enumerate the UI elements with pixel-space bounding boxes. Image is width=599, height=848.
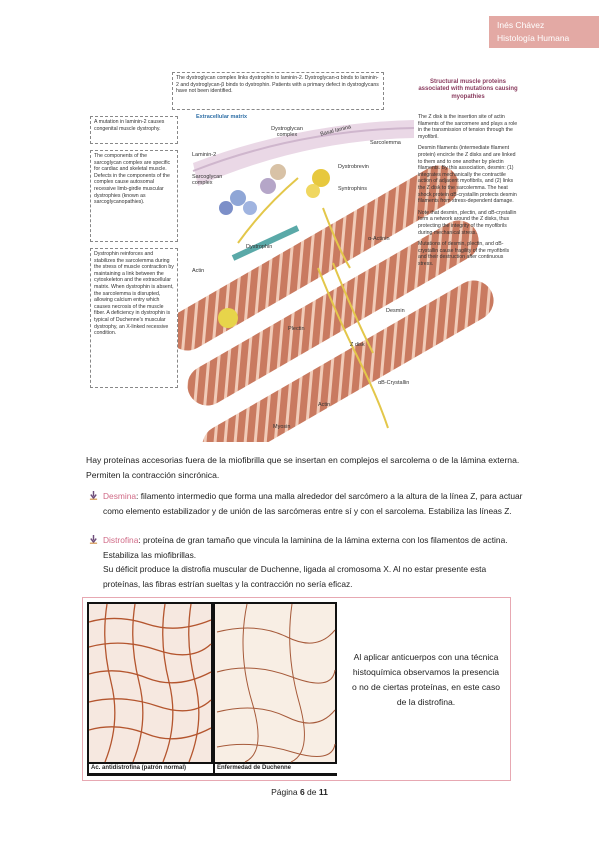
label-dystroglycan: Dystroglycan complex: [271, 126, 303, 138]
micrograph-frame: Ac. antidistrofina (patrón normal) Enfer…: [87, 602, 337, 776]
micrograph-explanation: Al aplicar anticuerpos con una técnica h…: [351, 652, 501, 707]
label-sarcoglycan: Sarcoglycan complex: [192, 174, 223, 186]
sarcoglycan-note: The components of the sarcoglycan comple…: [90, 150, 178, 242]
page-number: 6: [299, 787, 305, 797]
label-zdisk: Z disk: [350, 342, 365, 348]
label-sarcolemma: Sarcolemma: [370, 140, 401, 146]
muscle-illustration: [167, 120, 494, 442]
micrograph-images: [88, 603, 336, 763]
side-text-mutations: Mutations of desmin, plectin, and αB-cry…: [418, 241, 510, 267]
term-distrofina: Distrofina: [103, 535, 139, 545]
bullet-arrow-icon: [89, 491, 98, 500]
laminin-note: A mutation in laminin-2 causes congenita…: [90, 116, 178, 144]
label-myosin: Myosin: [273, 424, 291, 430]
micrograph-panel: Ac. antidistrofina (patrón normal) Enfer…: [82, 597, 511, 781]
side-text-network: Note that desmin, plectin, and αB-crysta…: [418, 209, 517, 236]
author-name: Inés Chávez: [497, 20, 545, 30]
side-text-desmin: Desmin filaments (intermediate filament …: [418, 145, 517, 205]
dystrophin-note: Dystrophin reinforces and stabilizes the…: [90, 248, 178, 388]
desc-desmina: : filamento intermedio que forma una mal…: [103, 491, 523, 516]
caption-duchenne: Enfermedad de Duchenne: [215, 764, 337, 773]
desc-distrofina: : proteína de gran tamaño que vincula la…: [103, 535, 508, 560]
subject-name: Histología Humana: [497, 33, 570, 43]
figure-side-title: Structural muscle proteins associated wi…: [418, 79, 518, 100]
page-total: 11: [318, 787, 328, 797]
muscle-protein-figure: The dystroglycan complex links dystrophi…: [88, 68, 516, 442]
bullet-distrofina: Distrofina: proteína de gran tamaño que …: [89, 533, 523, 591]
caption-normal: Ac. antidistrofina (patrón normal): [89, 764, 213, 773]
label-plectin: Plectin: [288, 326, 305, 332]
desc-distrofina-extra: Su déficit produce la distrofia muscular…: [103, 564, 487, 589]
intro-paragraph: Hay proteínas accesorias fuera de la mio…: [86, 455, 520, 480]
label-actin-2: Actin: [318, 402, 331, 408]
label-actin-1: Actin: [192, 268, 205, 274]
footer-sep: de: [304, 787, 319, 797]
footer-prefix: Página: [271, 787, 300, 797]
label-dystrophin: Dystrophin: [246, 244, 273, 250]
bullet-desmina: Desmina: filamento intermedio que forma …: [89, 489, 523, 518]
side-text-zdisk: The Z disk is the insertion site of acti…: [418, 114, 518, 140]
label-extracellular: Extracellular matrix: [196, 114, 248, 120]
dystroglycan-note: The dystroglycan complex links dystrophi…: [172, 72, 384, 110]
label-actinin: α-Actinin: [368, 236, 390, 242]
header-badge: Inés Chávez Histología Humana: [489, 16, 599, 48]
label-syntrophins: Syntrophins: [338, 186, 368, 192]
label-desmin: Desmin: [386, 308, 405, 314]
label-laminin: Laminin-2: [192, 152, 217, 158]
figure-side-panel: The Z disk is the insertion site of acti…: [418, 114, 518, 440]
label-crystallin: αB-Crystallin: [378, 380, 410, 386]
page-footer: Página 6 de 11: [0, 787, 599, 797]
bullet-arrow-icon: [89, 535, 98, 544]
label-dystrobrevin: Dystrobrevin: [338, 164, 369, 170]
term-desmina: Desmina: [103, 491, 137, 501]
